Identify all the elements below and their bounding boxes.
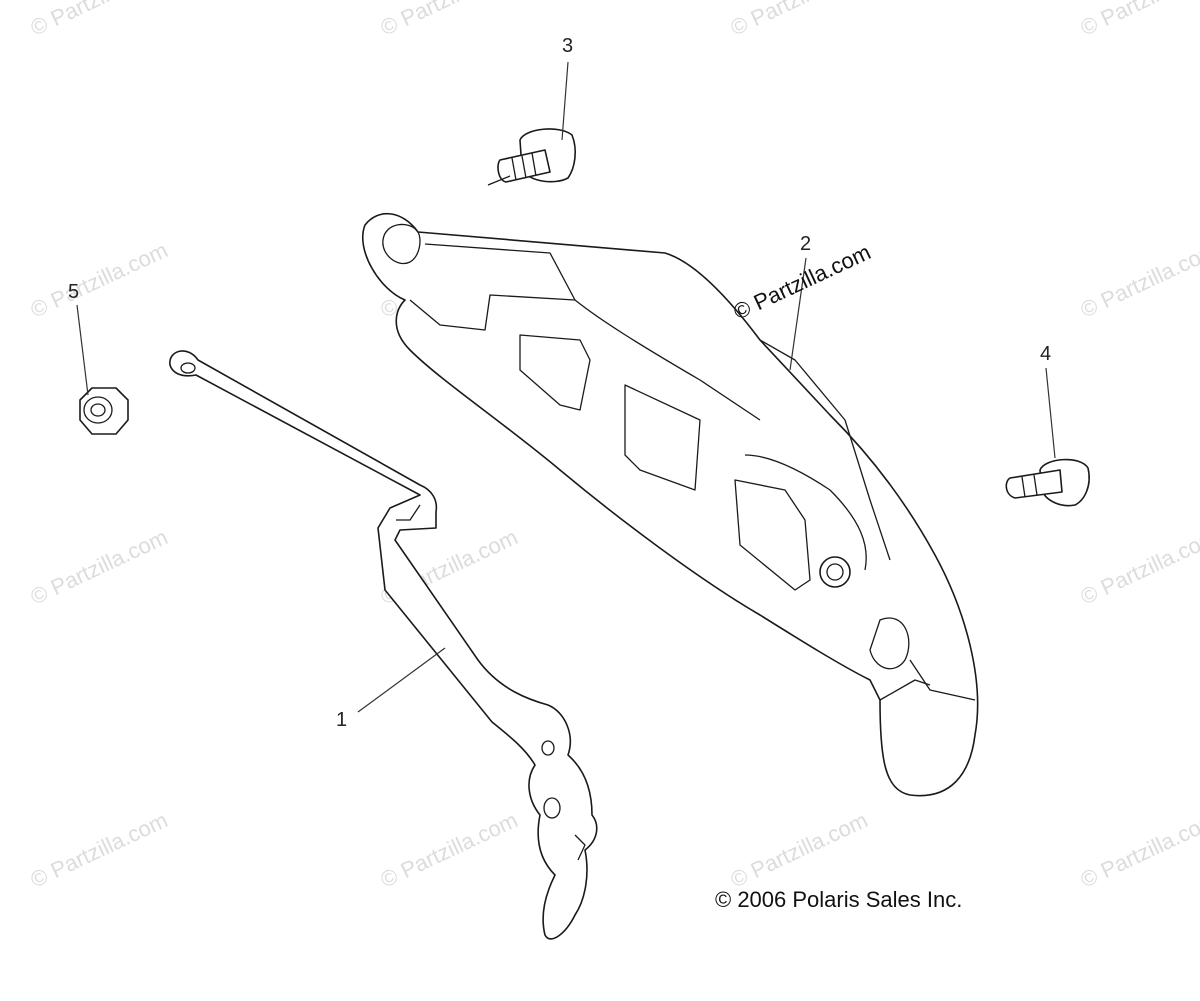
part-3-flange-bolt xyxy=(487,128,577,186)
watermark: © Partzilla.com xyxy=(1077,0,1200,41)
copyright-notice: © 2006 Polaris Sales Inc. xyxy=(715,887,962,912)
leader-lines xyxy=(76,61,1056,713)
leader-line-4 xyxy=(1045,367,1056,459)
callout-5: 5 xyxy=(68,281,79,303)
part-5-nut xyxy=(79,387,129,435)
watermark: © Partzilla.com xyxy=(27,524,172,609)
watermark: © Partzilla.com xyxy=(27,0,172,41)
watermark: © Partzilla.com xyxy=(1077,807,1200,892)
callout-2: 2 xyxy=(800,233,811,255)
callouts: 1 2 3 4 5 xyxy=(68,35,1051,731)
watermark: © Partzilla.com xyxy=(377,807,522,892)
watermark: © Partzilla.com xyxy=(377,0,522,41)
part-4-bolt xyxy=(1005,458,1090,507)
part-2-chain-guard xyxy=(362,212,979,797)
leader-line-5 xyxy=(76,304,89,396)
watermark: © Partzilla.com xyxy=(1077,524,1200,609)
callout-1: 1 xyxy=(336,709,347,731)
callout-4: 4 xyxy=(1040,343,1051,365)
callout-3: 3 xyxy=(562,35,573,57)
watermark: © Partzilla.com xyxy=(727,0,872,41)
part-1-bracket-arm xyxy=(169,350,598,940)
leader-line-3 xyxy=(561,61,569,141)
leader-line-2 xyxy=(789,257,807,371)
watermark: © Partzilla.com xyxy=(27,807,172,892)
watermark: © Partzilla.com xyxy=(27,237,172,322)
watermark: © Partzilla.com xyxy=(1077,237,1200,322)
leader-line-1 xyxy=(357,647,446,713)
watermark: © Partzilla.com xyxy=(727,807,872,892)
